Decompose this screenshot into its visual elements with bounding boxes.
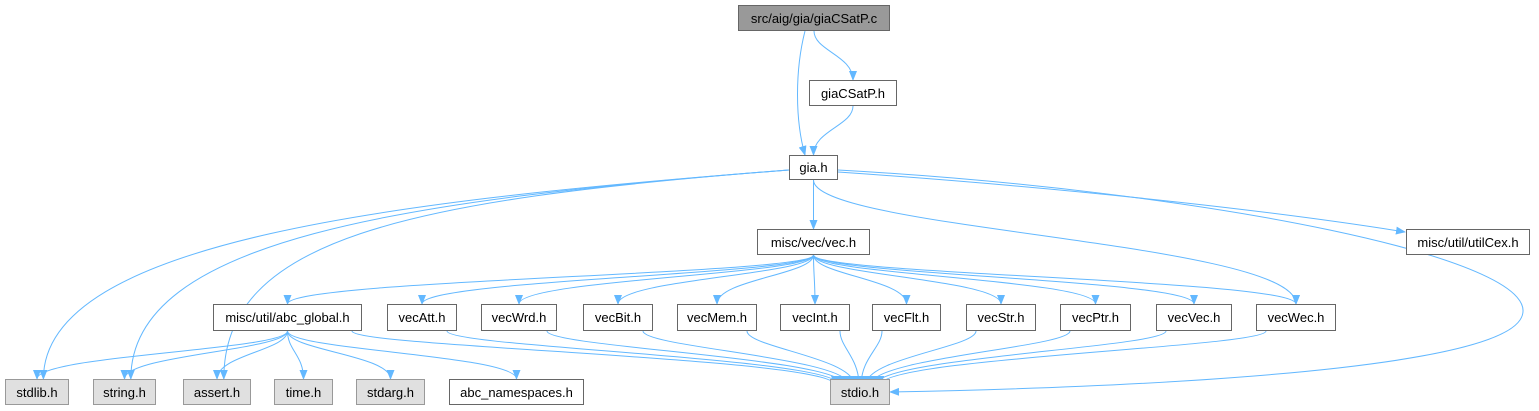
edge-vec-h-to-vecStr-h <box>813 254 1005 305</box>
edge-vecStr-h-to-stdio-h <box>861 330 977 386</box>
edge-vecPtr-h-to-stdio-h <box>866 330 1071 386</box>
node-giaCSatP-h[interactable]: giaCSatP.h <box>809 80 897 106</box>
node-abc-namespaces-h[interactable]: abc_namespaces.h <box>449 379 584 405</box>
node-gia-h[interactable]: gia.h <box>789 155 838 180</box>
edge-abc-global-h-to-time-h <box>287 330 308 380</box>
node-vecMem-h[interactable]: vecMem.h <box>677 304 757 331</box>
edge-vec-h-to-vecMem-h <box>713 254 814 305</box>
edge-abc-global-h-to-assert-h <box>213 330 288 380</box>
edge-gia-h-to-vecWec-h <box>813 179 1300 305</box>
edge-giaCSatP-h-to-gia-h <box>809 105 854 156</box>
node-vecStr-h[interactable]: vecStr.h <box>966 304 1036 331</box>
edge-abc-global-h-to-stdio-h <box>351 330 839 386</box>
edge-vec-h-to-vecVec-h <box>813 254 1198 305</box>
node-stdio-h[interactable]: stdio.h <box>830 379 890 405</box>
edge-vecVec-h-to-stdio-h <box>871 330 1167 386</box>
edge-vec-h-to-vecAtt-h <box>418 254 814 305</box>
node-utilCex-h[interactable]: misc/util/utilCex.h <box>1406 229 1530 255</box>
edge-root-to-giaCSatP-h <box>813 30 857 81</box>
edge-vec-h-to-vecPtr-h <box>813 254 1100 305</box>
node-root[interactable]: src/aig/gia/giaCSatP.c <box>738 5 890 31</box>
edge-abc-global-h-to-stdlib-h <box>33 330 288 380</box>
edge-vecFlt-h-to-stdio-h <box>857 330 883 386</box>
edge-abc-global-h-to-abc-namespaces-h <box>287 330 521 380</box>
edge-vec-h-to-vecBit-h <box>614 254 814 305</box>
edge-gia-h-to-utilCex-h <box>837 171 1406 235</box>
edge-vec-h-to-vecWrd-h <box>515 254 814 305</box>
node-vec-h[interactable]: misc/vec/vec.h <box>757 229 870 255</box>
edge-vecAtt-h-to-stdio-h <box>446 330 844 386</box>
node-vecWrd-h[interactable]: vecWrd.h <box>481 304 557 331</box>
node-vecPtr-h[interactable]: vecPtr.h <box>1060 304 1131 331</box>
edge-abc-global-h-to-string-h <box>120 330 288 380</box>
edge-vec-h-to-abc-global-h <box>283 254 814 305</box>
edge-vecMem-h-to-stdio-h <box>746 330 859 386</box>
edge-vec-h-to-vecInt-h <box>810 254 819 305</box>
edge-gia-h-to-stdio-h <box>837 169 1524 396</box>
edge-root-to-gia-h <box>797 30 807 156</box>
edge-vecWec-h-to-stdio-h <box>876 330 1267 386</box>
node-stdlib-h[interactable]: stdlib.h <box>5 379 69 405</box>
node-vecBit-h[interactable]: vecBit.h <box>583 304 653 331</box>
node-abc-global-h[interactable]: misc/util/abc_global.h <box>213 304 362 331</box>
edge-gia-h-to-string-h <box>126 169 790 380</box>
node-assert-h[interactable]: assert.h <box>183 379 251 405</box>
node-time-h[interactable]: time.h <box>274 379 333 405</box>
edge-vecBit-h-to-stdio-h <box>642 330 854 386</box>
edge-vec-h-to-vecWec-h <box>813 254 1300 305</box>
node-vecAtt-h[interactable]: vecAtt.h <box>387 304 457 331</box>
node-stdarg-h[interactable]: stdarg.h <box>356 379 425 405</box>
node-vecFlt-h[interactable]: vecFlt.h <box>872 304 941 331</box>
node-vecVec-h[interactable]: vecVec.h <box>1156 304 1232 331</box>
node-vecWec-h[interactable]: vecWec.h <box>1256 304 1336 331</box>
edge-vec-h-to-vecFlt-h <box>813 254 911 305</box>
node-string-h[interactable]: string.h <box>93 379 156 405</box>
edge-gia-h-to-stdlib-h <box>39 169 790 380</box>
edge-abc-global-h-to-stdarg-h <box>287 330 395 380</box>
edge-vecWrd-h-to-stdio-h <box>546 330 849 386</box>
node-vecInt-h[interactable]: vecInt.h <box>780 304 850 331</box>
